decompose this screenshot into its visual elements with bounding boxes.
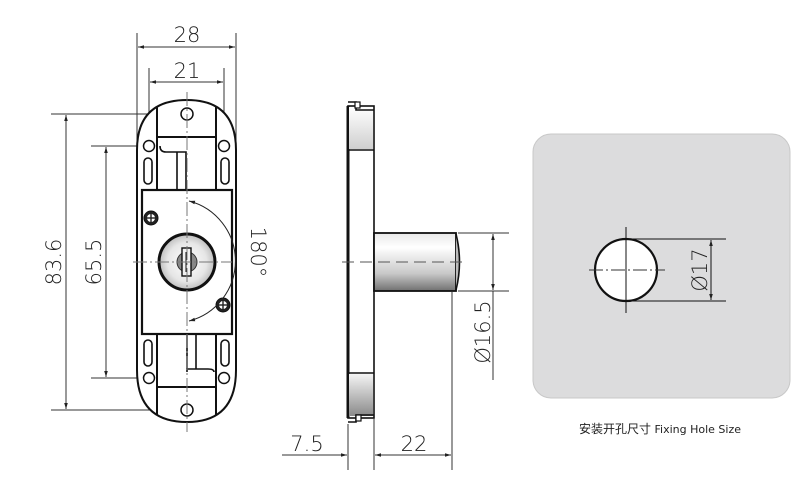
side-view: Ø16.5 7.5 22 xyxy=(282,101,509,470)
rotation-angle-label: 180° xyxy=(246,227,270,278)
mount-hole-bottom-right xyxy=(217,371,231,385)
mount-hole-bottom-left xyxy=(142,371,156,385)
front-view: 28 21 83.6 65.5 xyxy=(42,23,270,432)
mount-hole-top-right xyxy=(217,139,231,153)
mount-hole-top-left xyxy=(142,139,156,153)
dim-hole-spacing-height: 65.5 xyxy=(82,239,106,286)
dim-cylinder-diameter: Ø16.5 xyxy=(471,300,495,363)
dim-cylinder-length: 22 xyxy=(401,432,428,456)
caption-english: Fixing Hole Size xyxy=(654,423,742,436)
screw-icon-upper-left xyxy=(143,210,159,226)
dim-hole-spacing-width: 21 xyxy=(174,59,201,83)
dim-hole-diameter: Ø17 xyxy=(688,248,712,291)
panel-background xyxy=(532,133,791,399)
caption-chinese: 安装开孔尺寸 xyxy=(578,422,651,436)
fixing-hole-panel: Ø17 xyxy=(532,133,791,399)
fixing-hole-caption: 安装开孔尺寸 Fixing Hole Size xyxy=(560,420,760,437)
dim-flange-thickness: 7.5 xyxy=(290,432,323,456)
screw-icon-lower-right xyxy=(215,297,231,313)
dim-overall-height: 83.6 xyxy=(42,239,66,286)
dim-overall-width: 28 xyxy=(174,23,201,47)
rotation-arc xyxy=(188,200,236,322)
